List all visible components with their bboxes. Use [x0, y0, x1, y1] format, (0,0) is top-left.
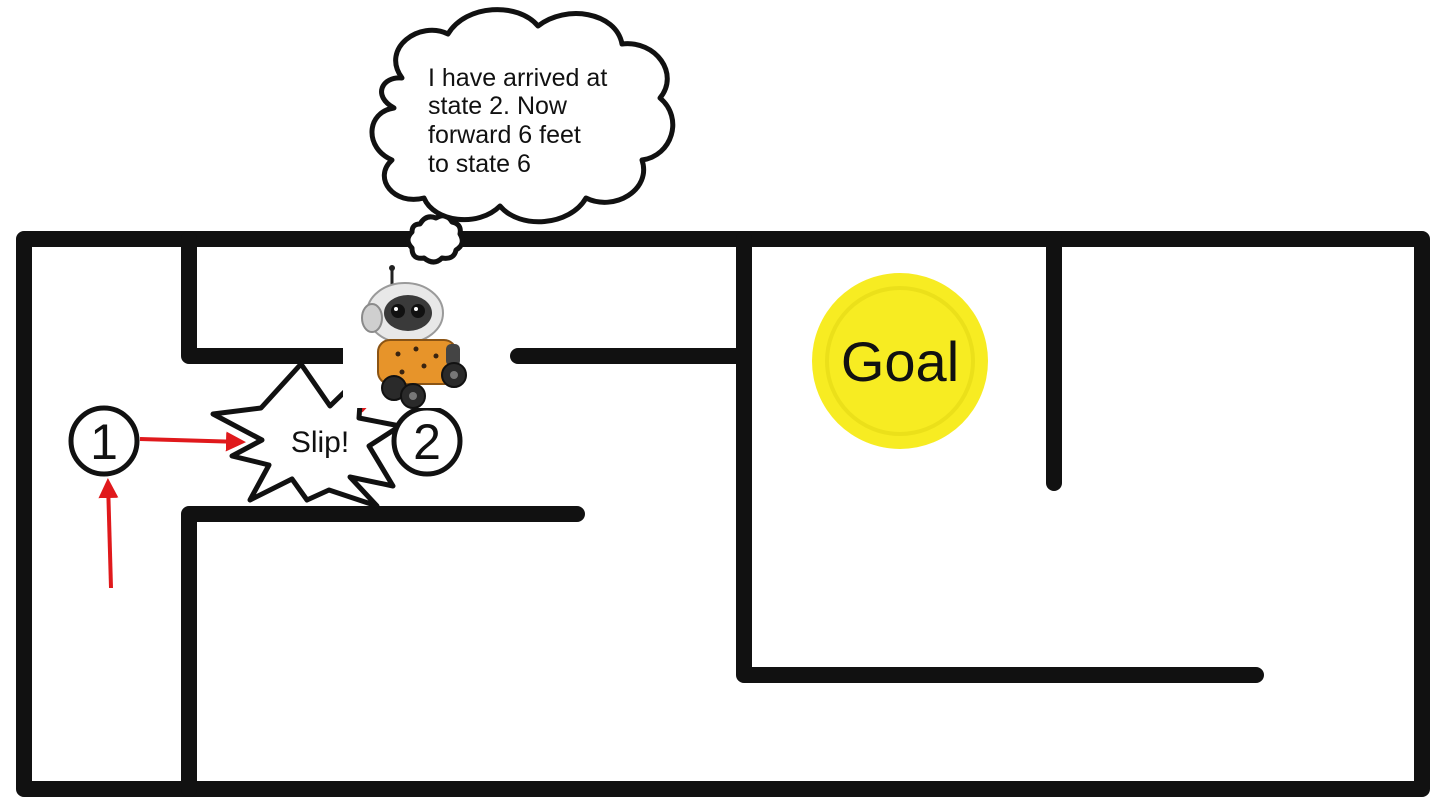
- state-1: 1: [68, 405, 140, 477]
- goal-circle: [812, 273, 988, 449]
- maze-walls: [16, 231, 1430, 797]
- thought-puff-medium: [405, 213, 465, 265]
- state-2: 2: [391, 405, 463, 477]
- slip-label: Slip!: [291, 426, 349, 459]
- thought-bubble-icon: [369, 7, 676, 225]
- state-1-label: 1: [90, 414, 118, 470]
- thought-bubble: I have arrived at state 2. Now forward 6…: [369, 7, 676, 225]
- state-1-circle: [68, 405, 140, 477]
- goal-inner-ring: [825, 286, 975, 436]
- thought-line-2: state 2. Now: [428, 92, 568, 120]
- thought-line-4: to state 6: [428, 150, 531, 178]
- thought-text: I have arrived at state 2. Now forward 6…: [428, 64, 614, 178]
- wall-top-left-bracket: [181, 231, 352, 364]
- maze-outer-wall: [16, 231, 1430, 797]
- arrow-state-1-to-slip: [139, 431, 246, 452]
- wall-goal-room: [736, 231, 1264, 683]
- goal-label: Goal: [841, 330, 959, 393]
- state-2-label: 2: [413, 414, 441, 470]
- thought-line-3: forward 6 feet: [428, 121, 581, 149]
- goal: Goal: [812, 273, 988, 449]
- wall-lower-corridor: [181, 506, 585, 797]
- arrow-up-to-state-1: [98, 478, 119, 589]
- robot-icon: [343, 265, 483, 409]
- thought-line-1: I have arrived at: [428, 64, 607, 92]
